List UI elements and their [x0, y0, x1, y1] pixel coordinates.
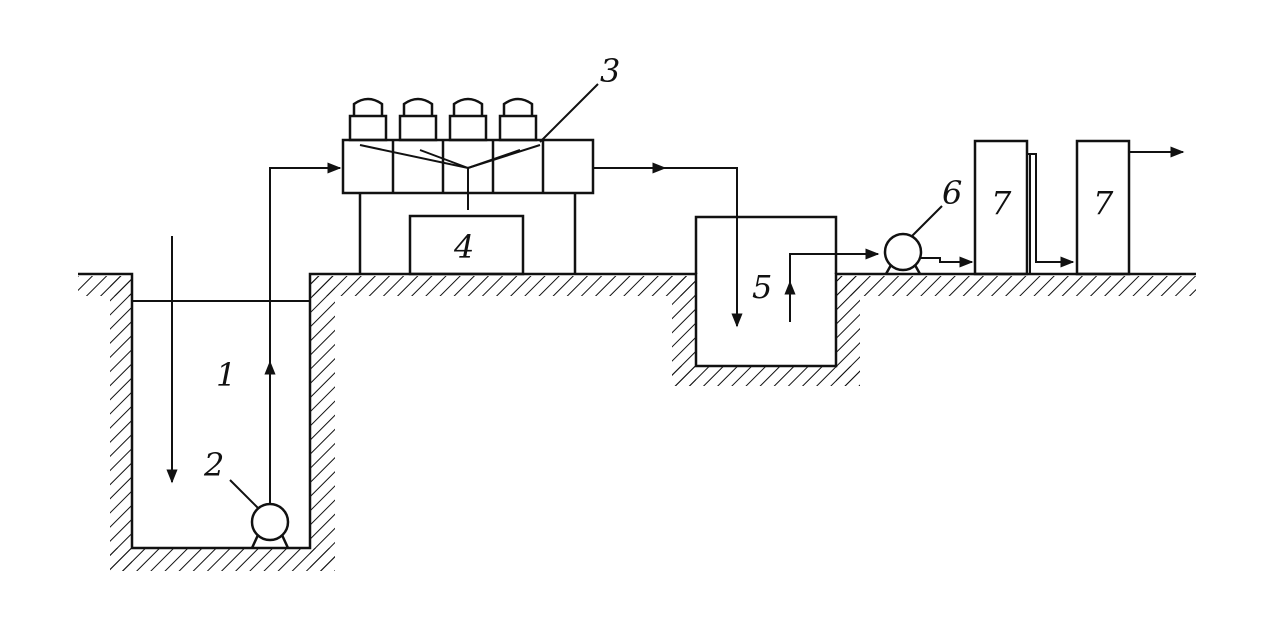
label-7b: 7	[1093, 184, 1114, 222]
treatment-unit-3	[341, 97, 595, 274]
suction-pipe	[789, 248, 880, 282]
pressure-pipe	[921, 256, 974, 268]
drop-pipe	[665, 167, 743, 328]
label-7a: 7	[991, 184, 1012, 222]
label-5: 5	[752, 268, 772, 306]
collector-4	[408, 214, 525, 276]
label-3: 3	[600, 52, 620, 90]
ground-line	[78, 272, 1196, 550]
pump-2	[250, 502, 290, 549]
pump-6	[883, 232, 923, 275]
leader-6	[911, 205, 943, 237]
ground-hatching	[78, 276, 1196, 571]
transfer-pipe	[1027, 153, 1075, 268]
motor-units	[348, 97, 538, 142]
leader-3	[539, 83, 599, 143]
tank-5	[694, 215, 838, 274]
label-1: 1	[216, 356, 236, 394]
label-2: 2	[203, 446, 224, 484]
feed-pipe	[269, 162, 342, 362]
filter-7-b	[1075, 139, 1131, 276]
label-4: 4	[453, 228, 474, 266]
filter-7-a	[973, 139, 1029, 276]
leader-2	[229, 479, 259, 509]
label-6: 6	[942, 174, 962, 212]
